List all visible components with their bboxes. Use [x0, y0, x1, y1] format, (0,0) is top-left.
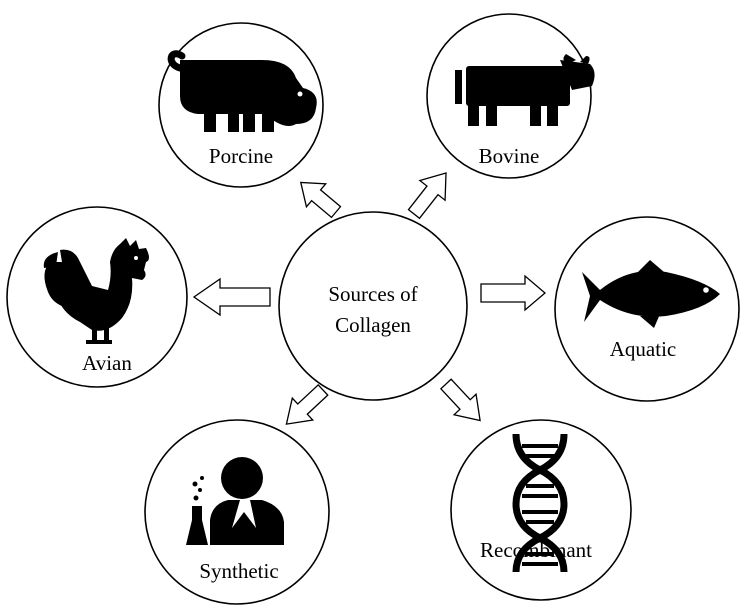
- arrow-to-avian: [192, 277, 271, 317]
- avian-node: Avian: [6, 206, 188, 388]
- center-node: Sources of Collagen: [278, 211, 468, 401]
- fish-icon: [582, 260, 720, 328]
- center-title-line1: Sources of: [328, 282, 417, 306]
- bovine-node: Bovine: [426, 13, 595, 179]
- aquatic-node: Aquatic: [554, 216, 740, 402]
- cow-icon: [455, 54, 595, 126]
- arrow-to-bovine: [407, 172, 447, 220]
- center-title-line2: Collagen: [335, 313, 411, 337]
- porcine-node: Porcine: [158, 22, 324, 188]
- recombinant-node: Recombinant: [450, 419, 632, 601]
- recombinant-label: Recombinant: [480, 538, 592, 562]
- porcine-label: Porcine: [209, 144, 273, 168]
- dna-icon: [512, 433, 568, 573]
- arrow-to-aquatic: [480, 274, 547, 312]
- arrow-to-synthetic: [285, 383, 329, 425]
- synthetic-label: Synthetic: [199, 559, 278, 583]
- arrow-to-porcine: [299, 181, 342, 219]
- scientist-icon: [186, 457, 284, 545]
- bovine-label: Bovine: [479, 144, 540, 168]
- aquatic-label: Aquatic: [610, 337, 676, 361]
- arrow-to-recombinant: [439, 378, 481, 422]
- synthetic-node: Synthetic: [144, 419, 330, 605]
- rooster-icon: [43, 238, 149, 344]
- pig-icon: [167, 50, 317, 132]
- avian-label: Avian: [82, 351, 132, 375]
